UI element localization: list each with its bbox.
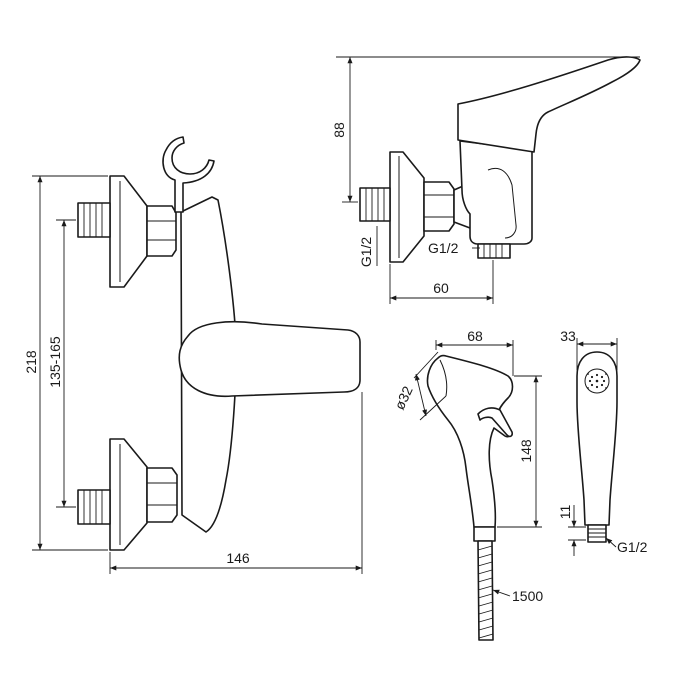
spray-nozzle-icon (587, 373, 607, 389)
dim-60-label: 60 (433, 280, 449, 296)
dim-146-label: 146 (226, 550, 250, 566)
dim-thread-vertical-label: G1/2 (358, 237, 374, 268)
dim-218-label: 218 (23, 350, 39, 374)
hand-shower-side: 68 ø32 148 1500 (391, 328, 543, 641)
dim-88-label: 88 (331, 122, 347, 138)
hose (477, 540, 494, 641)
dim-diameter-label: ø32 (391, 383, 416, 412)
dim-33-label: 33 (560, 328, 576, 344)
top-nut (146, 205, 177, 257)
trigger-lever (477, 407, 513, 438)
top-flange (109, 175, 148, 288)
dim-1500-label: 1500 (512, 588, 543, 604)
hand-shower-front-body (576, 351, 618, 526)
front-view: 218 135-165 146 (23, 136, 363, 574)
bottom-nut (146, 467, 178, 523)
dim-11-label: 11 (557, 505, 573, 520)
shower-holder-hook (162, 136, 215, 213)
hand-shower-body (426, 354, 514, 528)
dim-135-165-label: 135-165 (47, 336, 63, 388)
bottom-flange (109, 438, 148, 551)
hand-shower-front: 33 11 G1/2 (557, 328, 648, 556)
side-nut (423, 181, 455, 232)
lever-handle (178, 320, 361, 398)
dim-thread-bottom-label: G1/2 (617, 539, 648, 555)
dim-148-label: 148 (518, 439, 534, 463)
side-flange (389, 151, 425, 263)
dim-68-label: 68 (467, 328, 483, 344)
side-body (459, 140, 533, 245)
top-eccentric (77, 175, 177, 288)
side-lever (457, 56, 641, 153)
side-view: 88 G1/2 G1/2 60 (331, 56, 641, 304)
dim-thread-side-label: G1/2 (428, 240, 459, 256)
bottom-eccentric (77, 438, 178, 551)
